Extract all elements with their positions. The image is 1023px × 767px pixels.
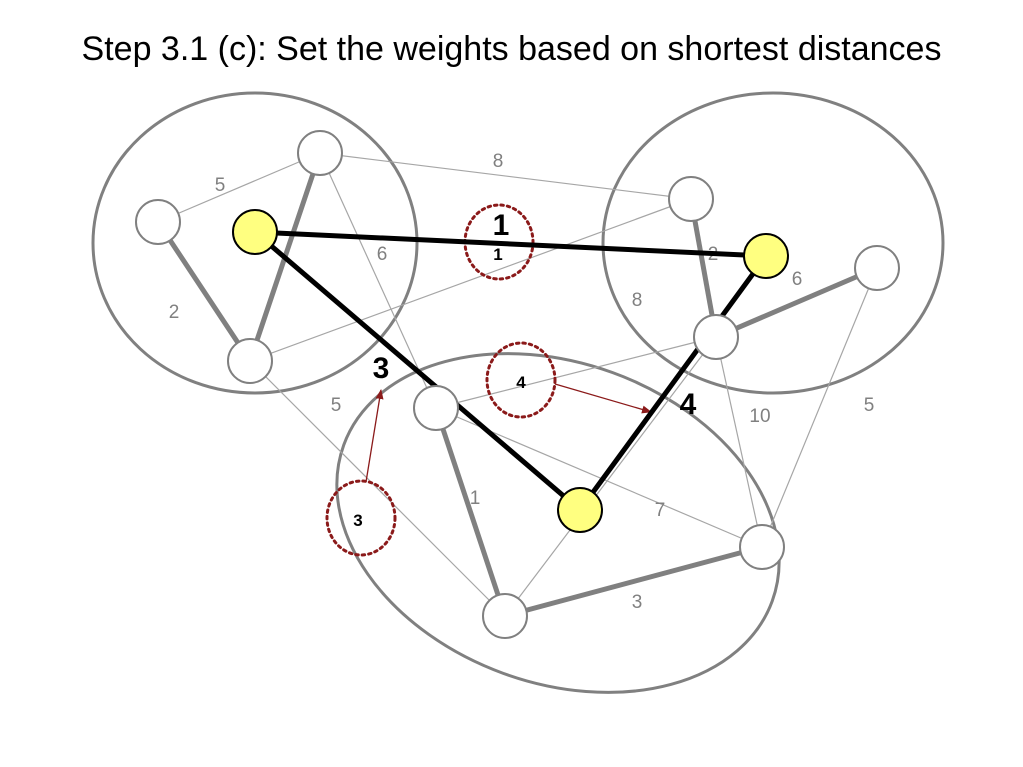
highlighted-node [557,487,603,533]
new-edge-label-top: 1 [493,209,510,242]
edge-label: 6 [377,244,388,265]
cluster-bottom [335,352,781,694]
edge-g-h [435,336,717,409]
edge-label: 1 [470,488,481,509]
edge-i-h [504,336,717,617]
nodes [135,130,900,639]
node [739,524,785,570]
new-edge-right [577,254,769,512]
node [227,338,273,384]
edge-label: 10 [749,406,770,427]
edge-f-h [688,198,719,338]
node [413,385,459,431]
edge-d-i [249,360,506,617]
edge-label: 3 [632,592,643,613]
marker-label-bottom-left: 3 [353,511,362,530]
node [668,176,714,222]
edge-d-f [249,198,692,362]
edge-b-d [155,220,253,363]
node [135,199,181,245]
marker-labels: 1 4 3 [353,245,526,530]
clusters [91,91,945,694]
marker-label-middle: 4 [516,373,526,392]
arrow-to-right-weight [554,383,652,414]
edge-i-j [504,544,763,619]
new-edge-label-right: 4 [680,388,697,421]
marker-circle-bottom-left [325,479,397,557]
thin-edges [157,152,878,617]
edge-label: 5 [864,395,875,416]
edge-label: 8 [632,290,643,311]
edge-label: 6 [792,269,803,290]
new-edge-left [253,230,582,512]
node [482,593,528,639]
edge-label: 2 [169,302,180,323]
highlighted-nodes [232,209,789,533]
new-edge-label-left: 3 [373,352,390,385]
marker-circle-middle [485,341,557,419]
edge-a-f [319,152,692,200]
new-edge-top [254,229,767,259]
highlighted-node [743,233,789,279]
new-edges [253,229,769,512]
edge-label: 7 [655,500,666,521]
edge-h-j [715,336,763,548]
node [854,245,900,291]
marker-label-top: 1 [493,245,502,264]
edge-h-k [715,265,878,340]
edge-g-i [433,407,508,617]
highlighted-node [232,209,278,255]
new-edge-labels: 1 3 4 [373,209,697,421]
arrow-to-left-weight [365,389,384,483]
slide-title: Step 3.1 (c): Set the weights based on s… [81,30,942,68]
edge-j-k [761,267,878,548]
edge-label: 5 [215,175,226,196]
arrows [365,383,652,483]
edge-label: 5 [331,395,342,416]
thick-edges [155,152,878,619]
cluster-left [91,91,419,395]
edge-label: 8 [493,151,504,172]
node [297,130,343,176]
edge-a-g [319,152,437,409]
cluster-right [601,91,945,395]
edge-b-a [157,152,321,223]
node [693,314,739,360]
